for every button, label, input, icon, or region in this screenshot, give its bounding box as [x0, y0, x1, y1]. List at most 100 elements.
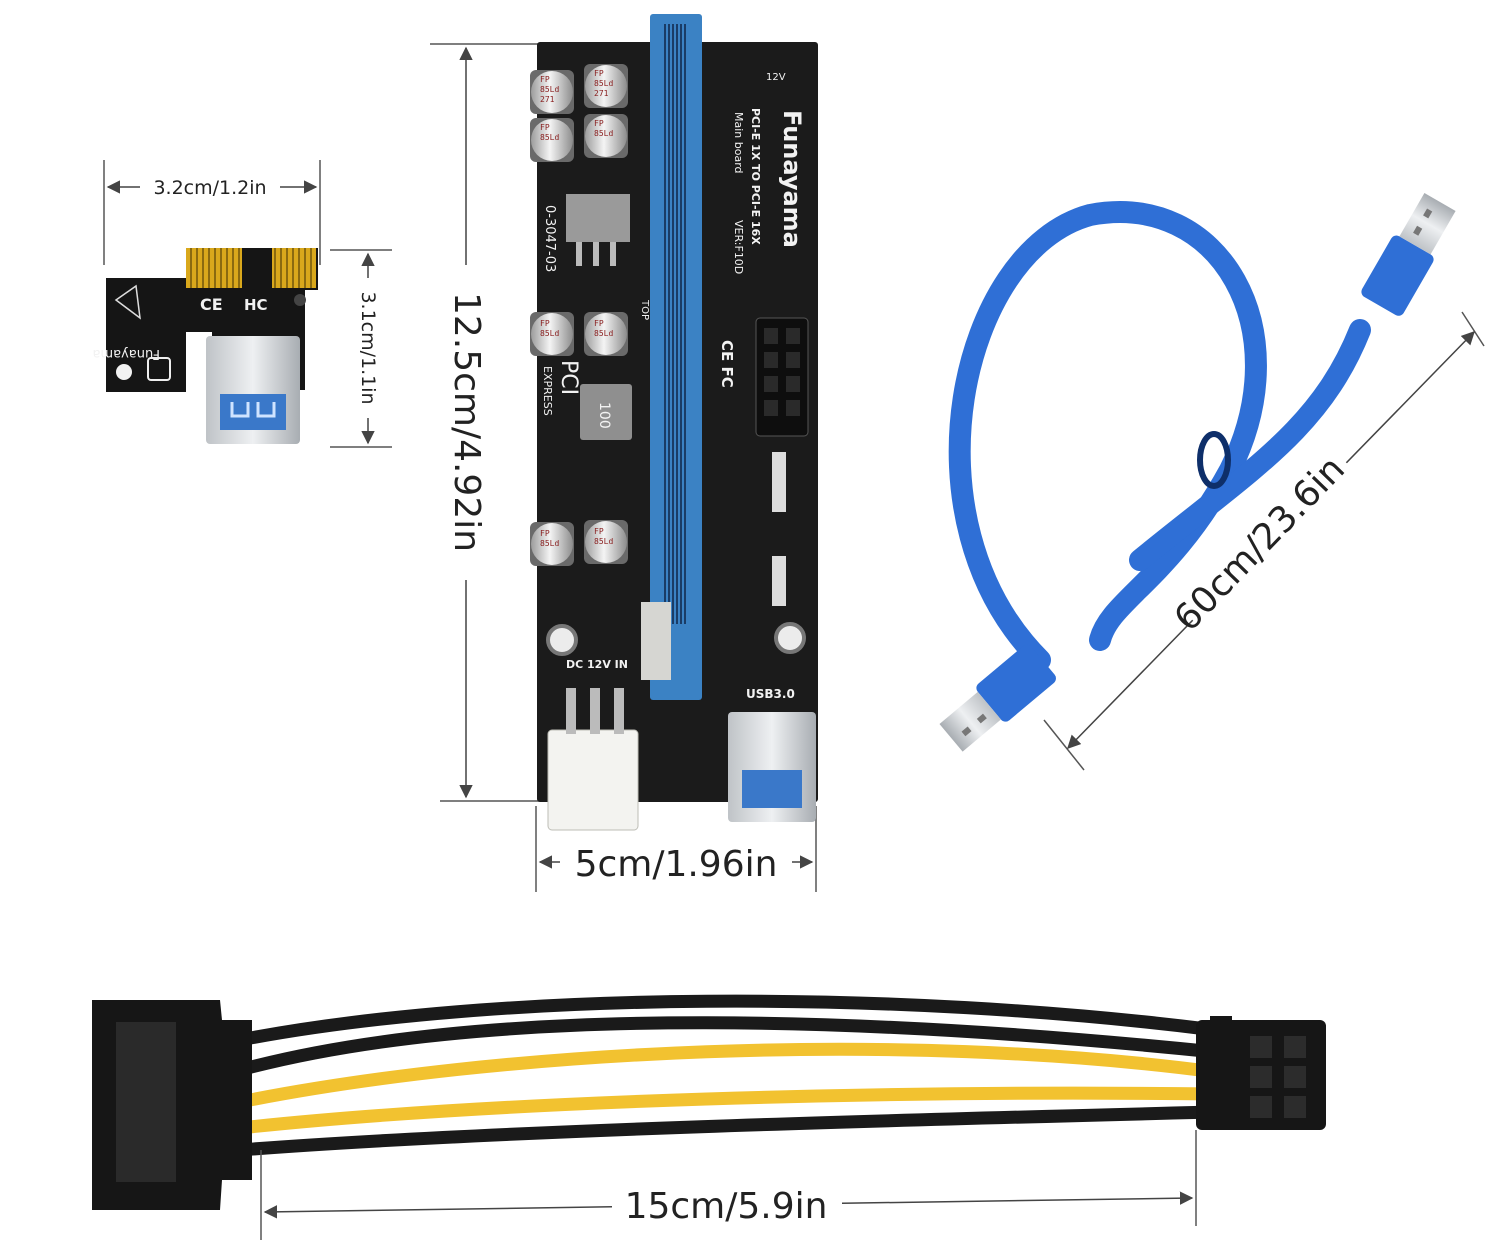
sata-connector-face	[116, 1022, 176, 1182]
molex-pin	[590, 688, 600, 734]
capacitor: FP 85Ld 271	[530, 70, 574, 114]
riser-height-label: 12.5cm/4.92in	[446, 292, 487, 552]
capacitor: FP 85Ld	[584, 520, 628, 564]
usb-plug-bottom	[939, 644, 1056, 752]
funayama-logo-icon	[147, 357, 171, 381]
power-length-label-bg	[612, 1184, 842, 1226]
adapter-width-label: 3.2cm/1.2in	[153, 177, 266, 199]
6pin-latch	[1210, 1016, 1232, 1030]
capacitor: FP 85Ld 271	[584, 64, 628, 108]
slot-cutout	[772, 452, 786, 512]
riser-version: VER:F10D	[732, 220, 745, 274]
pin-socket	[764, 400, 778, 416]
adapter-screw-icon	[294, 294, 306, 306]
riser-main-board: 12.5cm/4.92in 5cm/1.96in FP 85Ld 271 FP …	[430, 14, 818, 892]
pin-socket	[1284, 1096, 1306, 1118]
pin-socket	[1250, 1096, 1272, 1118]
adapter-height-label-bg	[358, 278, 378, 418]
svg-text:85Ld: 85Ld	[540, 85, 559, 94]
pin-socket	[786, 352, 800, 368]
usb-plug-top	[1361, 193, 1456, 316]
adapter-width-label-bg	[140, 176, 280, 198]
svg-text:85Ld: 85Ld	[594, 537, 613, 546]
inductor	[580, 384, 632, 440]
black-wire	[238, 1016, 1216, 1077]
mount-hole	[774, 622, 806, 654]
black-wire	[238, 994, 1216, 1047]
mount-hole	[546, 624, 578, 656]
capacitor: FP 85Ld	[584, 312, 628, 356]
capacitor: FP 85Ld	[530, 522, 574, 566]
usb-3-cable: 60cm/23.6in	[939, 193, 1485, 771]
slot-cutout	[772, 556, 786, 606]
pin-socket	[764, 328, 778, 344]
pcie-slot-pins	[664, 24, 688, 624]
adapter-hc-mark: HC	[244, 296, 268, 314]
regulator-pin	[593, 242, 599, 266]
dc-in-label: DC 12V IN	[566, 658, 628, 671]
pin-socket	[786, 328, 800, 344]
molex-pin	[614, 688, 624, 734]
svg-text:85Ld: 85Ld	[540, 539, 559, 548]
svg-text:85Ld: 85Ld	[540, 133, 559, 142]
riser-usb-tongue	[742, 770, 802, 808]
svg-text:271: 271	[594, 89, 609, 98]
pin-socket	[786, 376, 800, 392]
pin-socket	[1284, 1066, 1306, 1088]
capacitor: FP 85Ld	[584, 114, 628, 158]
top-marker: TOP	[639, 299, 650, 320]
sata-to-6pin-cable: 15cm/5.9in	[92, 994, 1326, 1240]
adapter-mount-hole	[116, 364, 132, 380]
svg-text:85Ld: 85Ld	[594, 329, 613, 338]
usb-pins-icon	[230, 402, 276, 418]
pin-socket	[1250, 1036, 1272, 1058]
usb-plug-overmold	[1361, 235, 1434, 316]
esd-icon	[114, 284, 141, 320]
pin-socket	[786, 400, 800, 416]
pin-socket	[764, 376, 778, 392]
svg-text:FP: FP	[540, 319, 550, 328]
6pin-power-header	[755, 317, 809, 437]
pcie-1x-adapter: 3.2cm/1.2in 3.1cm/1.1in CE HC Funayama	[92, 160, 392, 448]
adapter-usb-tongue	[220, 394, 286, 430]
capacitor: FP 85Ld	[530, 312, 574, 356]
voltage-regulator	[566, 194, 630, 242]
adapter-gold-contacts-a	[186, 248, 242, 288]
inductor-label: 100	[596, 402, 612, 429]
express-logo-text: EXPRESS	[541, 366, 554, 416]
usb-port-label: USB3.0	[746, 687, 795, 701]
pcie-slot-latch	[641, 602, 671, 680]
adapter-markings: CE HC Funayama	[92, 284, 306, 381]
capacitors: FP 85Ld 271 FP 85Ld 271 FP 85Ld FP 85Ld	[530, 64, 628, 566]
regulator-pin	[576, 242, 582, 266]
capacitor: FP 85Ld	[530, 118, 574, 162]
svg-text:FP: FP	[594, 319, 604, 328]
svg-text:271: 271	[540, 95, 555, 104]
svg-text:85Ld: 85Ld	[594, 79, 613, 88]
riser-board-name: Main board	[732, 112, 745, 174]
molex-power-connector	[547, 729, 639, 831]
molex-pin	[566, 688, 576, 734]
v12-label: 12V	[766, 72, 786, 83]
part-code: 0-3047-03	[542, 205, 557, 272]
pin-socket	[1250, 1066, 1272, 1088]
riser-brand: Funayama	[778, 110, 806, 248]
adapter-ce-mark: CE	[200, 295, 223, 314]
svg-text:FP: FP	[540, 529, 550, 538]
svg-text:FP: FP	[540, 75, 550, 84]
usb-length-ext-top	[1461, 311, 1485, 347]
svg-text:FP: FP	[594, 527, 604, 536]
yellow-wire	[239, 1086, 1216, 1135]
pin-socket	[764, 352, 778, 368]
riser-ce-mark: CE FC	[718, 340, 736, 388]
svg-text:FP: FP	[540, 123, 550, 132]
power-length-label: 15cm/5.9in	[625, 1186, 828, 1227]
usb-plug-metal	[1399, 193, 1456, 255]
adapter-brand: Funayama	[92, 346, 160, 361]
riser-model-line: PCI-E 1X TO PCI-E 16X	[749, 108, 762, 245]
svg-text:FP: FP	[594, 119, 604, 128]
svg-text:85Ld: 85Ld	[594, 129, 613, 138]
usb-plug-metal	[939, 691, 1001, 752]
adapter-height-label: 3.1cm/1.1in	[357, 291, 379, 404]
